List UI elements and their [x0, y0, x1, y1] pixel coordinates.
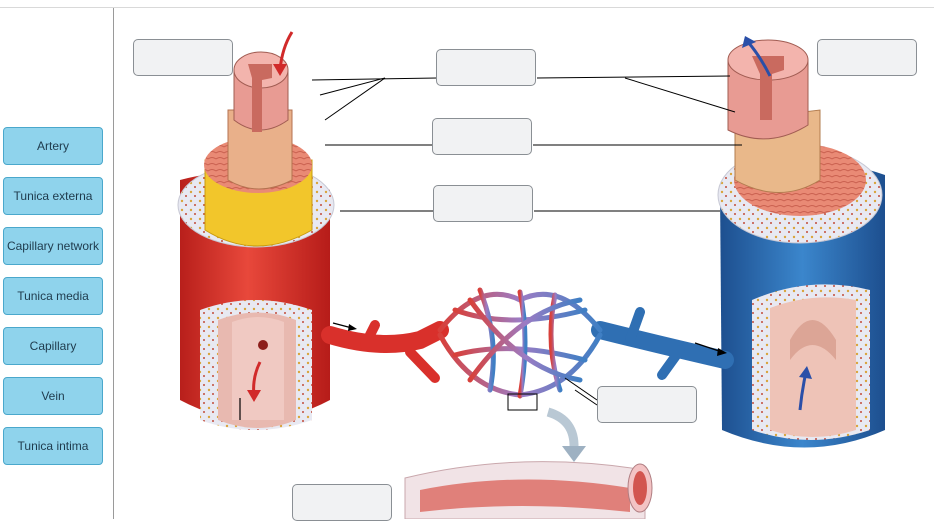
drop-target-6[interactable] [597, 386, 697, 423]
label-chip-vein[interactable]: Vein [3, 377, 103, 415]
label-chip-artery[interactable]: Artery [3, 127, 103, 165]
arrow-up-icon [798, 366, 812, 411]
sidebar-divider [113, 8, 114, 519]
label-chip-tunica-media[interactable]: Tunica media [3, 277, 103, 315]
vein-illustration [717, 39, 885, 448]
label-chip-tunica-intima[interactable]: Tunica intima [3, 427, 103, 465]
drop-target-3[interactable] [817, 39, 917, 76]
artery-illustration [177, 51, 335, 430]
drop-target-1[interactable] [133, 39, 233, 76]
top-rule [0, 7, 934, 8]
flow-arrow-icon [332, 322, 357, 331]
drop-target-5[interactable] [433, 185, 533, 222]
drop-target-2[interactable] [436, 49, 536, 86]
drop-target-4[interactable] [432, 118, 532, 155]
flow-arrow-icon [694, 342, 727, 356]
leader-lines [311, 75, 742, 406]
label-chip-tunica-externa[interactable]: Tunica externa [3, 177, 103, 215]
label-chip-capillary[interactable]: Capillary [3, 327, 103, 365]
label-chip-capillary-network[interactable]: Capillary network [3, 227, 103, 265]
drop-target-7[interactable] [292, 484, 392, 521]
arrow-down-icon [273, 31, 294, 76]
arrow-up-icon [742, 36, 772, 77]
arrow-down-icon [247, 361, 262, 402]
capillary-network-illustration [321, 287, 734, 519]
